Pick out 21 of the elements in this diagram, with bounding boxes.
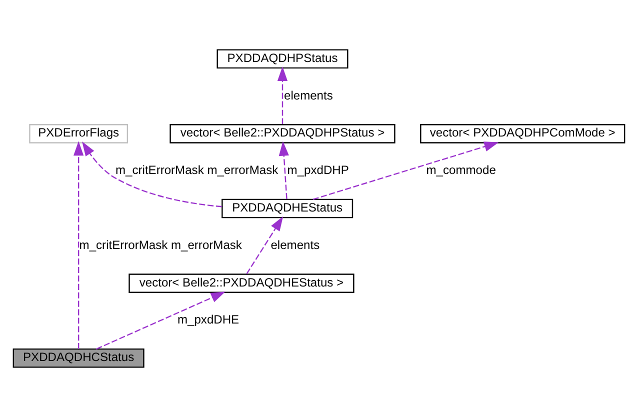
edge-label: elements [284,88,333,102]
arrow [278,141,289,200]
node-box: PXDDAQDHPStatus [216,49,348,69]
edge-label: m_commode [426,163,496,178]
node-box: vector< PXDDAQDHPComMode > [420,124,626,144]
arrow [246,216,284,274]
arrow [312,142,499,200]
arrow [277,66,288,124]
arrow [82,141,222,208]
node-box: vector< Belle2::PXDDAQDHEStatus > [128,274,354,293]
edge-label: m_critErrorMask m_errorMask [116,163,278,178]
node-box: vector< Belle2::PXDDAQDHPStatus > [170,124,396,144]
arrow [74,141,84,350]
node-box: PXDDAQDHCStatus [12,348,144,368]
edge-label: elements [270,238,320,252]
arrow [96,292,226,350]
node-box: PXDErrorFlags [29,124,128,144]
edge-label: m_pxdDHE [177,312,240,327]
edge-label: m_pxdDHP [287,163,349,178]
node-box: PXDDAQDHEStatus [222,198,354,218]
edge-label: m_critErrorMask m_errorMask [79,238,242,252]
